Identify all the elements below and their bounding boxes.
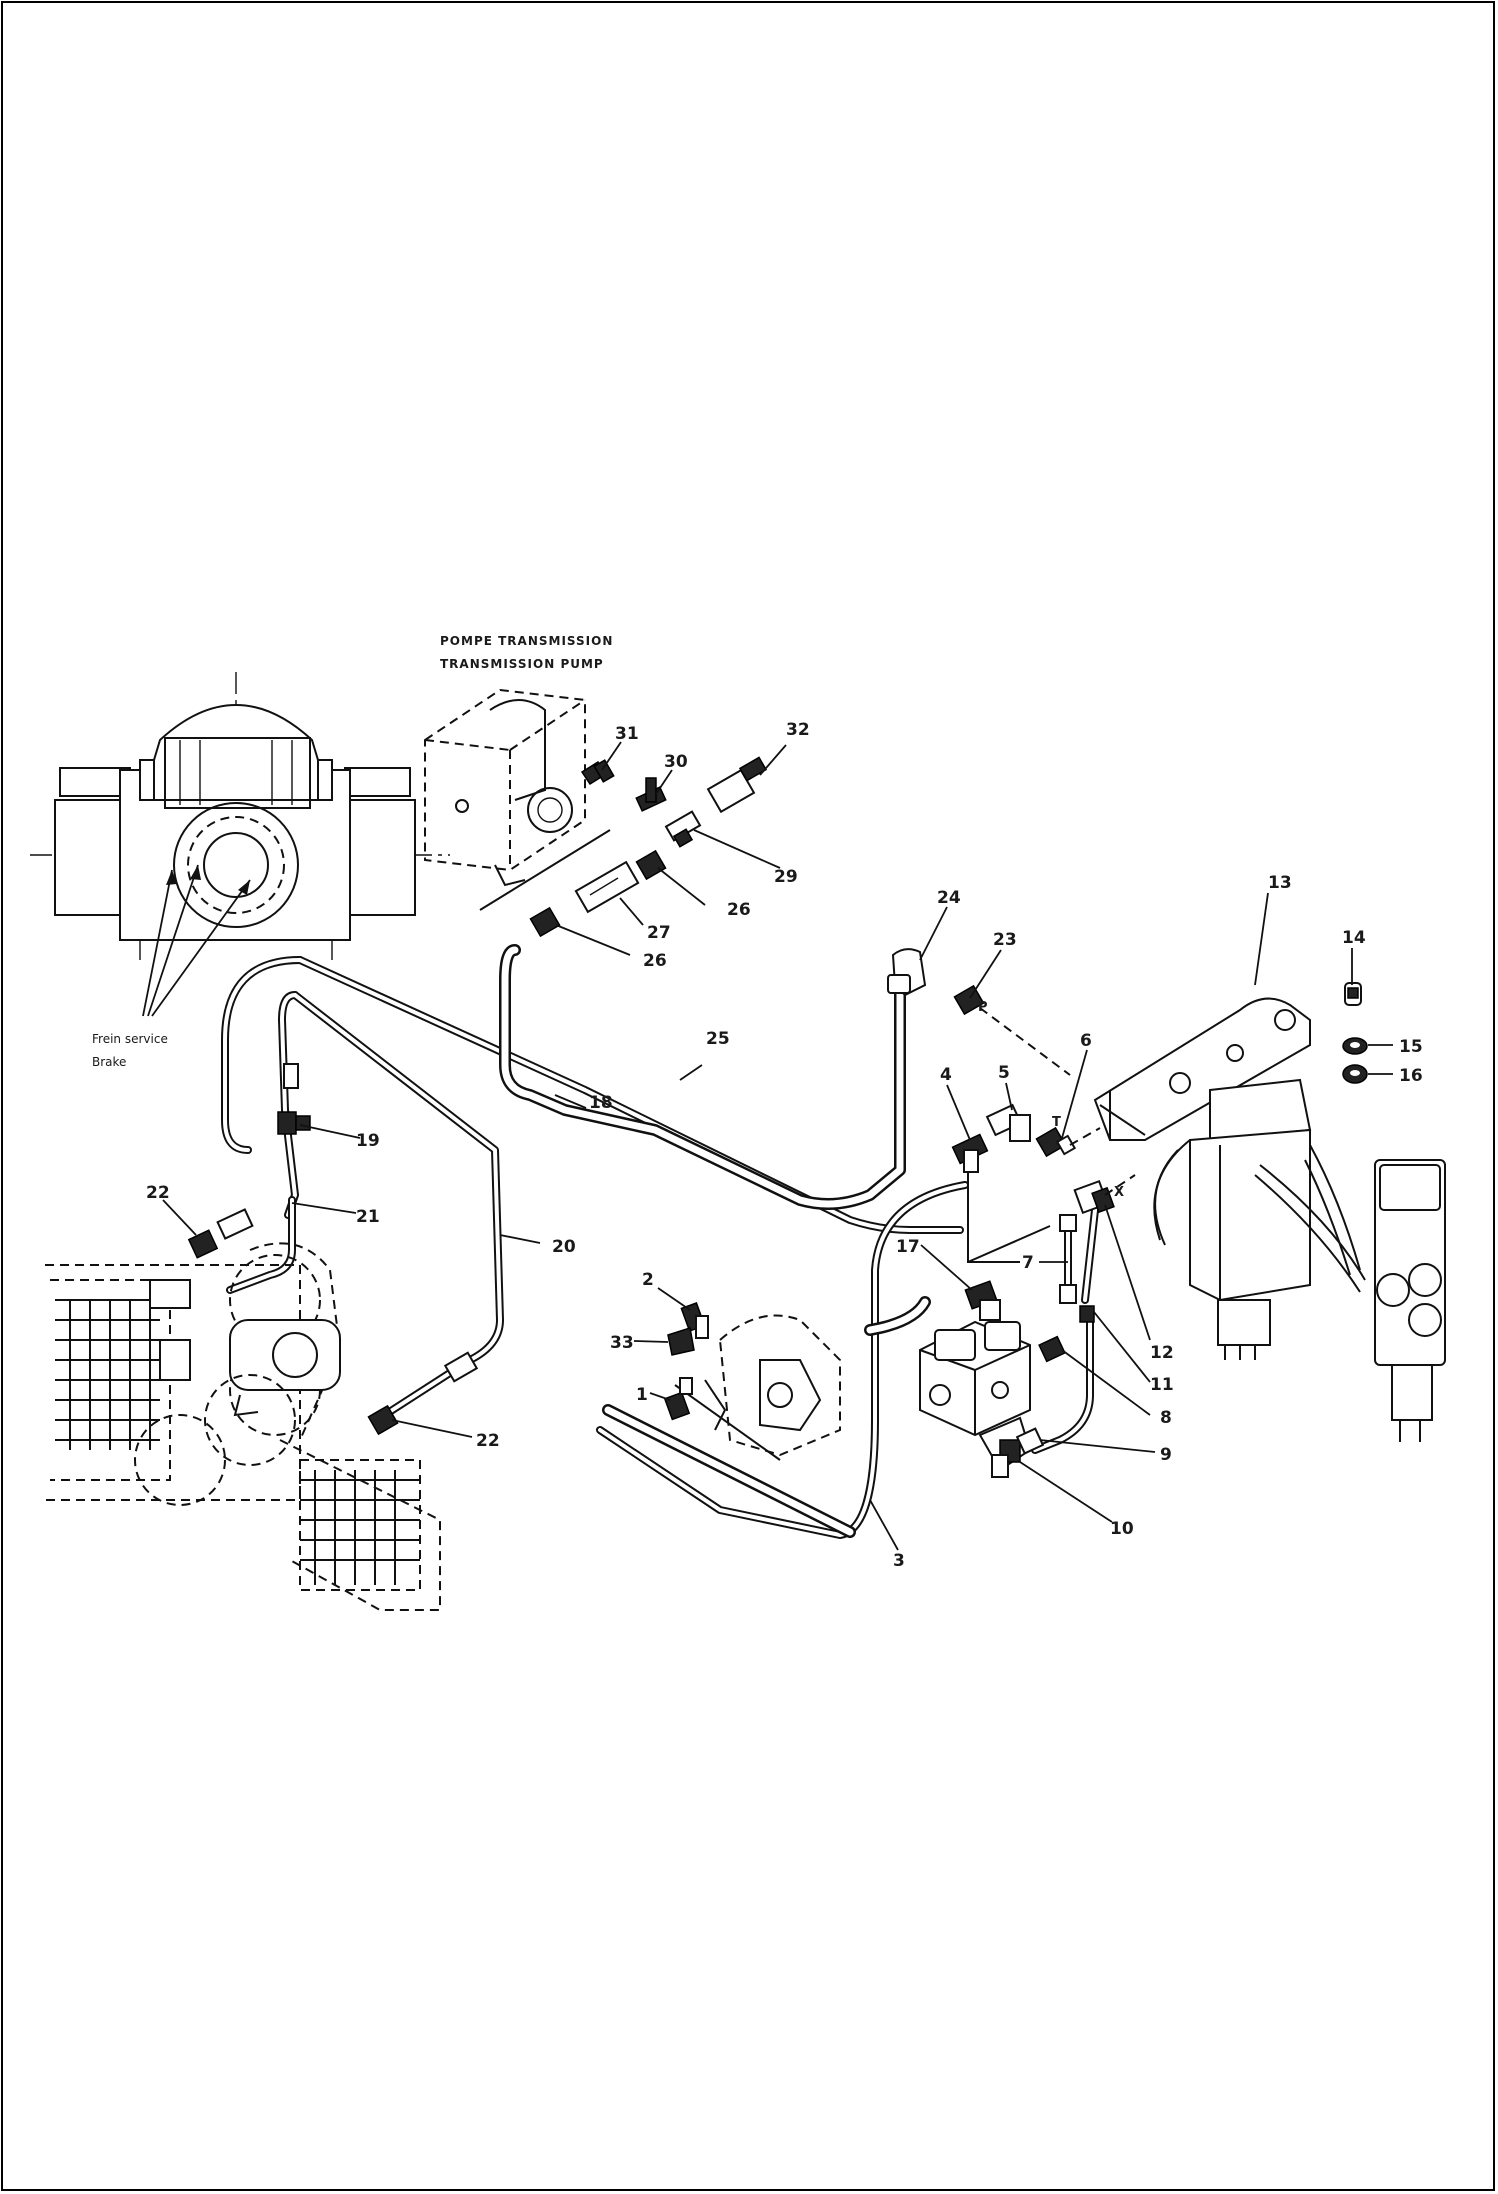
fitting-7 — [1059, 1214, 1077, 1304]
p-port-line — [979, 1007, 1071, 1076]
callout-26-top: 26 — [727, 900, 751, 920]
callout-25: 25 — [706, 1029, 730, 1049]
callout-6: 6 — [1080, 1031, 1092, 1051]
brake-assembly — [30, 672, 450, 960]
fitting-31 — [580, 759, 615, 786]
fitting-11-upper — [1079, 1305, 1095, 1323]
callout-5: 5 — [998, 1063, 1010, 1083]
callout-26-mid: 26 — [643, 951, 667, 971]
transmission-pump — [424, 688, 586, 887]
callout-15: 15 — [1399, 1037, 1423, 1057]
callout-24: 24 — [937, 888, 961, 908]
callout-2: 2 — [642, 1270, 654, 1290]
callout-22-upper: 22 — [146, 1183, 170, 1203]
fitting-10 — [991, 1439, 1021, 1478]
fitting-26-top — [529, 906, 561, 938]
fitting-22-upper — [187, 1208, 254, 1259]
fitting-33 — [667, 1327, 695, 1356]
screw-14 — [1344, 982, 1362, 1006]
port-marker-p: P — [978, 1000, 988, 1015]
fitting-2 — [680, 1302, 709, 1339]
brake-caption-en: Brake — [92, 1055, 126, 1069]
fitting-17 — [964, 1280, 1001, 1321]
tee-fitting-30 — [635, 777, 667, 812]
callout-8: 8 — [1160, 1408, 1172, 1428]
leader-lines — [162, 741, 1393, 1551]
port-marker-x: X — [1114, 1185, 1124, 1200]
axle-motor-assembly — [45, 1242, 441, 1611]
callout-33: 33 — [610, 1333, 634, 1353]
elbow-fitting-5 — [985, 1103, 1031, 1142]
brake-caption-fr: Frein service — [92, 1032, 168, 1046]
pump-center-line — [479, 829, 611, 911]
callout-22-lower: 22 — [476, 1431, 500, 1451]
callout-11: 11 — [1150, 1375, 1174, 1395]
callout-4: 4 — [940, 1065, 952, 1085]
callout-18: 18 — [589, 1093, 613, 1113]
gear-pump — [674, 1314, 841, 1461]
nut-16 — [1342, 1064, 1368, 1084]
callout-1: 1 — [636, 1385, 648, 1405]
washer-15 — [1342, 1037, 1368, 1055]
callout-32: 32 — [786, 720, 810, 740]
fitting-1 — [663, 1377, 693, 1421]
elbow-fitting-24 — [887, 948, 927, 997]
callout-12: 12 — [1150, 1343, 1174, 1363]
fitting-23 — [953, 984, 985, 1016]
callout-16: 16 — [1399, 1066, 1423, 1086]
callout-23: 23 — [993, 930, 1017, 950]
t-port-line — [1069, 1127, 1101, 1146]
fitting-9 — [1015, 1427, 1045, 1455]
pump-caption-en: TRANSMISSION PUMP — [440, 657, 604, 671]
callout-31: 31 — [615, 724, 639, 744]
callout-17: 17 — [896, 1237, 920, 1257]
callout-21: 21 — [356, 1207, 380, 1227]
fitting-8 — [1038, 1335, 1066, 1363]
callout-30: 30 — [664, 752, 688, 772]
fitting-22-lower — [367, 1351, 479, 1436]
brake-pedal-valve — [1093, 997, 1361, 1360]
callout-3: 3 — [893, 1551, 905, 1571]
elbow-fitting-12 — [1073, 1179, 1115, 1215]
callout-10: 10 — [1110, 1519, 1134, 1539]
port-marker-t: T — [1052, 1115, 1061, 1130]
callout-7: 7 — [1022, 1253, 1034, 1273]
callout-20: 20 — [552, 1237, 576, 1257]
callout-14: 14 — [1342, 928, 1366, 948]
callout-27: 27 — [647, 923, 671, 943]
x-port-line — [1104, 1174, 1136, 1196]
fitting-28 — [635, 849, 667, 881]
callout-19: 19 — [356, 1131, 380, 1151]
tee-fitting-4 — [951, 1133, 989, 1173]
pump-caption-fr: POMPE TRANSMISSION — [440, 634, 613, 648]
callout-29: 29 — [774, 867, 798, 887]
callout-9: 9 — [1160, 1445, 1172, 1465]
fitting-27 — [574, 860, 640, 914]
callout-13: 13 — [1268, 873, 1292, 893]
fitting-32 — [706, 756, 768, 814]
control-valve-side — [1254, 1159, 1446, 1442]
fitting-6 — [1035, 1126, 1077, 1158]
elbow-fitting-29 — [664, 810, 702, 848]
